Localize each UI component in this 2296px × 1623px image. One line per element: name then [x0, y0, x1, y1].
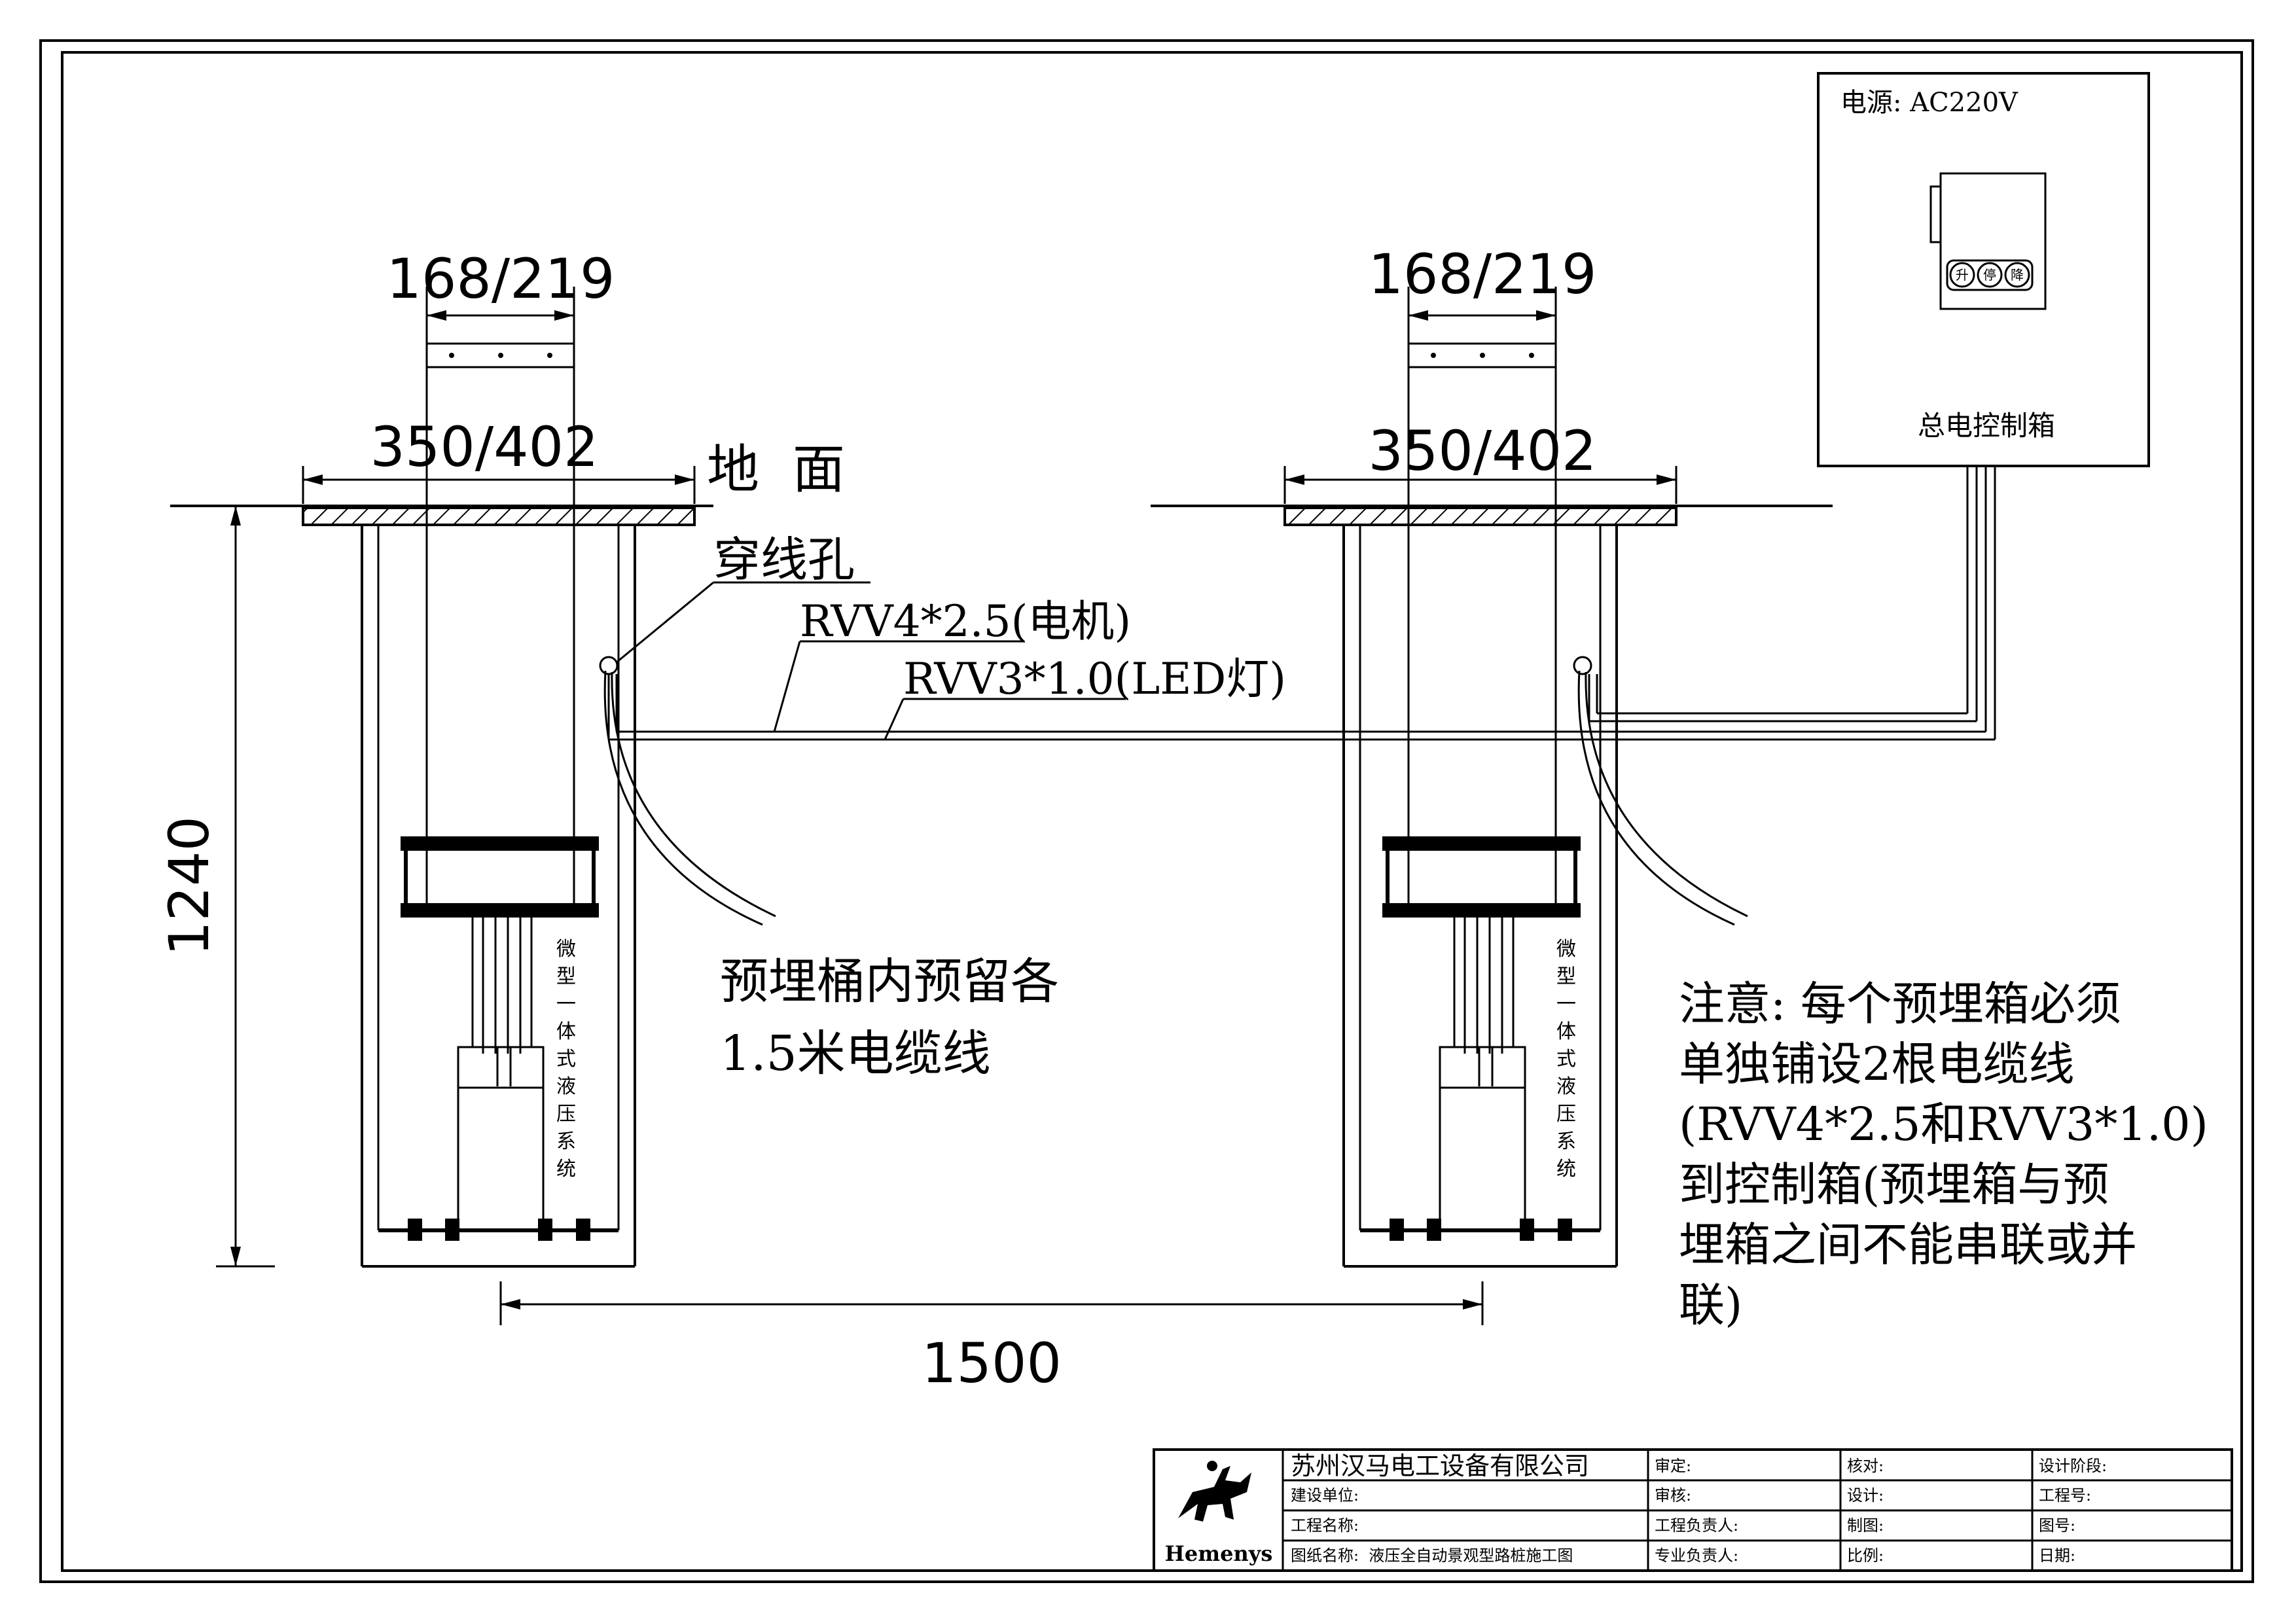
- dim-rod-left-text: 168/219: [387, 247, 615, 311]
- hydraulic-char: 型: [556, 965, 576, 988]
- control-box: 电源: AC220V 升 停 降 总电控制箱: [1817, 72, 2150, 467]
- dimension-flange-right: 350/402: [1283, 419, 1677, 504]
- hydraulic-char: 微: [556, 938, 576, 961]
- cable-motor-label: RVV4*2.5(电机): [800, 596, 1131, 647]
- note-line: 单独铺设2根电缆线: [1679, 1037, 2075, 1091]
- hydraulic-char: 体: [1556, 1020, 1576, 1043]
- dimension-rod-left: 168/219: [387, 247, 615, 344]
- control-box-title: 总电控制箱: [1918, 410, 2055, 442]
- dimension-flange-left: 350/402: [302, 415, 696, 504]
- ground-label: 地 面: [707, 439, 845, 500]
- hydraulic-char: 系: [556, 1130, 576, 1153]
- hydraulic-label-right: 微 型 一 体 式 液 压 系 统: [1556, 938, 1576, 1181]
- tb-cell: 建设单位:: [1291, 1486, 1359, 1505]
- hydraulic-char: 液: [556, 1075, 576, 1098]
- hydraulic-char: 压: [1556, 1103, 1576, 1126]
- note-line: (RVV4*2.5和RVV3*1.0): [1679, 1097, 2208, 1151]
- tb-cell: 审定:: [1655, 1457, 1691, 1475]
- tb-cell: 设计阶段:: [2039, 1457, 2107, 1475]
- hydraulic-char: 统: [556, 1158, 576, 1181]
- hydraulic-char: 压: [556, 1103, 576, 1126]
- down-button-label: 降: [2011, 267, 2024, 283]
- stop-button-label: 停: [1983, 267, 1996, 283]
- cable-led-label: RVV3*1.0(LED灯): [903, 654, 1286, 704]
- tb-cell: 专业负责人:: [1655, 1546, 1738, 1565]
- hydraulic-char: 一: [1556, 993, 1576, 1016]
- cable-route: [607, 466, 1996, 741]
- tb-cell: 核对:: [1847, 1457, 1884, 1475]
- company-name: 苏州汉马电工设备有限公司: [1291, 1452, 1589, 1480]
- hydraulic-char: 统: [1556, 1158, 1576, 1181]
- dim-rod-right-text: 168/219: [1369, 242, 1597, 306]
- dimension-spacing: 1500: [499, 1281, 1484, 1395]
- tb-cell: 图纸名称: 液压全自动景观型路桩施工图: [1291, 1546, 1573, 1565]
- title-block: Hemenys 苏州汉马电工设备有限公司 审定: 核对: 设计阶段: 建设单位:…: [1153, 1448, 2233, 1572]
- tb-cell: 比例:: [1847, 1546, 1884, 1565]
- stop-button[interactable]: [1977, 262, 2003, 288]
- tb-cell: 设计:: [1847, 1486, 1884, 1505]
- tb-cell: 工程负责人:: [1655, 1516, 1738, 1535]
- up-button[interactable]: [1949, 262, 1975, 288]
- dimension-depth: 1240: [157, 505, 275, 1268]
- bollard-left: 微 型 一 体 式 液 压 系 统: [302, 342, 776, 1268]
- dim-flange-left-text: 350/402: [370, 415, 599, 479]
- flange-left: [302, 507, 696, 526]
- hydraulic-label-left: 微 型 一 体 式 液 压 系 统: [556, 938, 576, 1181]
- hydraulic-char: 液: [1556, 1075, 1576, 1098]
- hydraulic-char: 式: [1556, 1048, 1576, 1071]
- preset-cable-line1: 预埋桶内预留各: [720, 954, 1059, 1010]
- horse-logo-icon: [1178, 1461, 1251, 1522]
- dimension-rod-right: 168/219: [1369, 242, 1597, 344]
- logo-text: Hemenys: [1165, 1541, 1273, 1566]
- note-line: 注意: 每个预埋箱必须: [1679, 977, 2121, 1031]
- hydraulic-char: 微: [1556, 938, 1576, 961]
- note-block: 注意: 每个预埋箱必须 单独铺设2根电缆线 (RVV4*2.5和RVV3*1.0…: [1679, 977, 2208, 1332]
- dim-depth-text: 1240: [157, 816, 221, 956]
- tb-cell: 工程名称:: [1291, 1516, 1359, 1535]
- tb-cell: 图号:: [2039, 1516, 2075, 1535]
- dim-spacing-text: 1500: [922, 1331, 1062, 1395]
- preset-cable-line2: 1.5米电缆线: [720, 1026, 991, 1082]
- flange-right: [1283, 507, 1677, 526]
- note-line: 埋箱之间不能串联或并: [1679, 1218, 2137, 1272]
- tb-cell: 工程号:: [2039, 1486, 2091, 1505]
- outer-border: [39, 39, 2254, 1583]
- note-line: 到控制箱(预埋箱与预: [1679, 1158, 2109, 1211]
- hydraulic-char: 体: [556, 1020, 576, 1043]
- hydraulic-char: 型: [1556, 965, 1576, 988]
- note-line: 联): [1679, 1278, 1742, 1332]
- tb-cell: 日期:: [2039, 1546, 2075, 1565]
- dim-flange-right-text: 350/402: [1369, 419, 1597, 483]
- hydraulic-char: 式: [556, 1048, 576, 1071]
- down-button[interactable]: [2004, 262, 2030, 288]
- bollard-right: 微 型 一 体 式 液 压 系 统: [1283, 342, 1748, 1268]
- up-button-label: 升: [1956, 267, 1969, 283]
- threading-hole-label: 穿线孔: [713, 532, 855, 587]
- hydraulic-char: 一: [556, 993, 576, 1016]
- tb-cell: 审核:: [1655, 1486, 1691, 1505]
- hydraulic-char: 系: [1556, 1130, 1576, 1153]
- inner-border: [61, 51, 2243, 1572]
- control-box-power: 电源: AC220V: [1840, 88, 2018, 118]
- tb-cell: 制图:: [1847, 1516, 1884, 1535]
